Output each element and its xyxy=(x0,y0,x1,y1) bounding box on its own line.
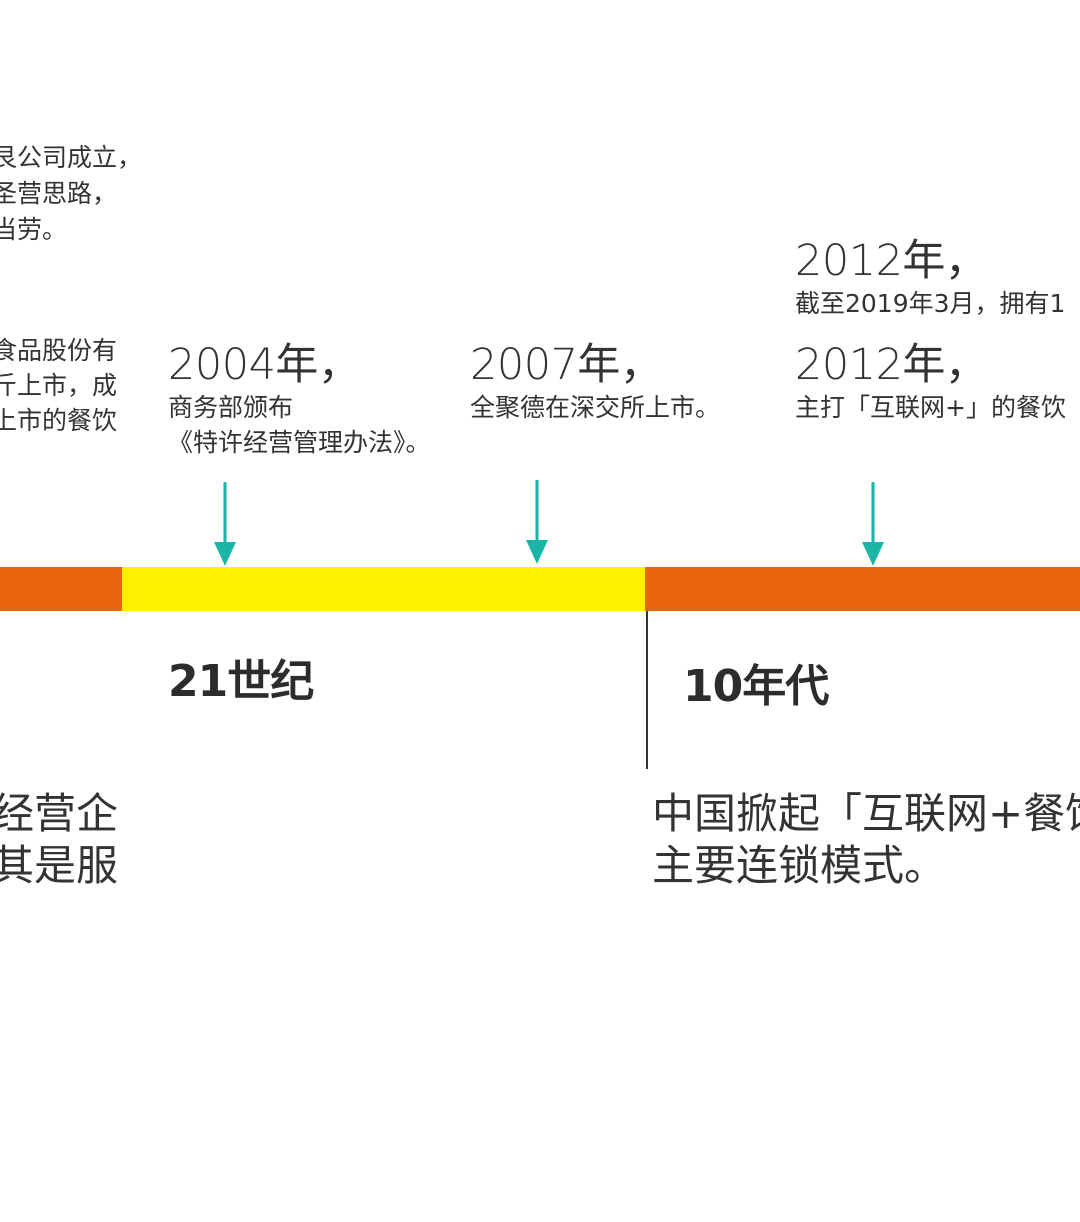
event-description: 《特许经营管理办法》。 xyxy=(168,428,431,457)
text-line: 艮公司成立， xyxy=(0,143,143,172)
arrow-down-icon xyxy=(526,480,548,564)
text-line: 当劳。 xyxy=(0,215,68,244)
text-line: 中国掀起「互联网+餐饮 xyxy=(652,789,1080,838)
event-2004: 2004年， 商务部颁布 《特许经营管理办法》。 xyxy=(168,340,431,460)
arrow-down-icon xyxy=(214,482,236,566)
timeline-segment-yellow xyxy=(122,567,645,611)
event-description: 主打「互联网+」的餐饮 xyxy=(795,393,1066,422)
era-divider xyxy=(646,611,648,769)
timeline-segment-orange-left xyxy=(0,567,122,611)
text-line: 上市的餐饮 xyxy=(0,406,118,435)
text-line: 圣营思路， xyxy=(0,179,118,208)
event-2012-lower: 2012年， 主打「互联网+」的餐饮 xyxy=(795,340,1066,425)
event-year: 2012年， xyxy=(795,340,988,390)
event-2012-upper: 2012年， 截至2019年3月，拥有1 xyxy=(795,236,1065,321)
event-description: 截至2019年3月，拥有1 xyxy=(795,289,1066,318)
left-event-description-2: 食品股份有 斤上市，成 上市的餐饮 xyxy=(0,333,117,438)
era-summary-right: 中国掀起「互联网+餐饮 主要连锁模式。 xyxy=(652,788,1080,892)
arrow-down-icon xyxy=(862,482,884,566)
era-label-2010s: 10年代 xyxy=(683,661,829,712)
era-summary-left: 经营企 其是服 xyxy=(0,788,118,892)
era-label-21st-century: 21世纪 xyxy=(168,656,314,707)
text-line: 食品股份有 xyxy=(0,336,118,365)
text-line: 经营企 xyxy=(0,789,119,838)
left-event-description-1: 艮公司成立， 圣营思路， 当劳。 xyxy=(0,140,142,248)
text-line: 主要连锁模式。 xyxy=(652,841,947,890)
event-description: 商务部颁布 xyxy=(168,393,294,422)
event-year: 2012年， xyxy=(795,236,988,286)
event-2007: 2007年， 全聚德在深交所上市。 xyxy=(470,340,720,425)
event-description: 全聚德在深交所上市。 xyxy=(470,393,721,422)
event-year: 2004年， xyxy=(168,340,361,390)
timeline-segment-orange-right xyxy=(645,567,1080,611)
text-line: 斤上市，成 xyxy=(0,371,118,400)
event-year: 2007年， xyxy=(470,340,663,390)
text-line: 其是服 xyxy=(0,841,119,890)
